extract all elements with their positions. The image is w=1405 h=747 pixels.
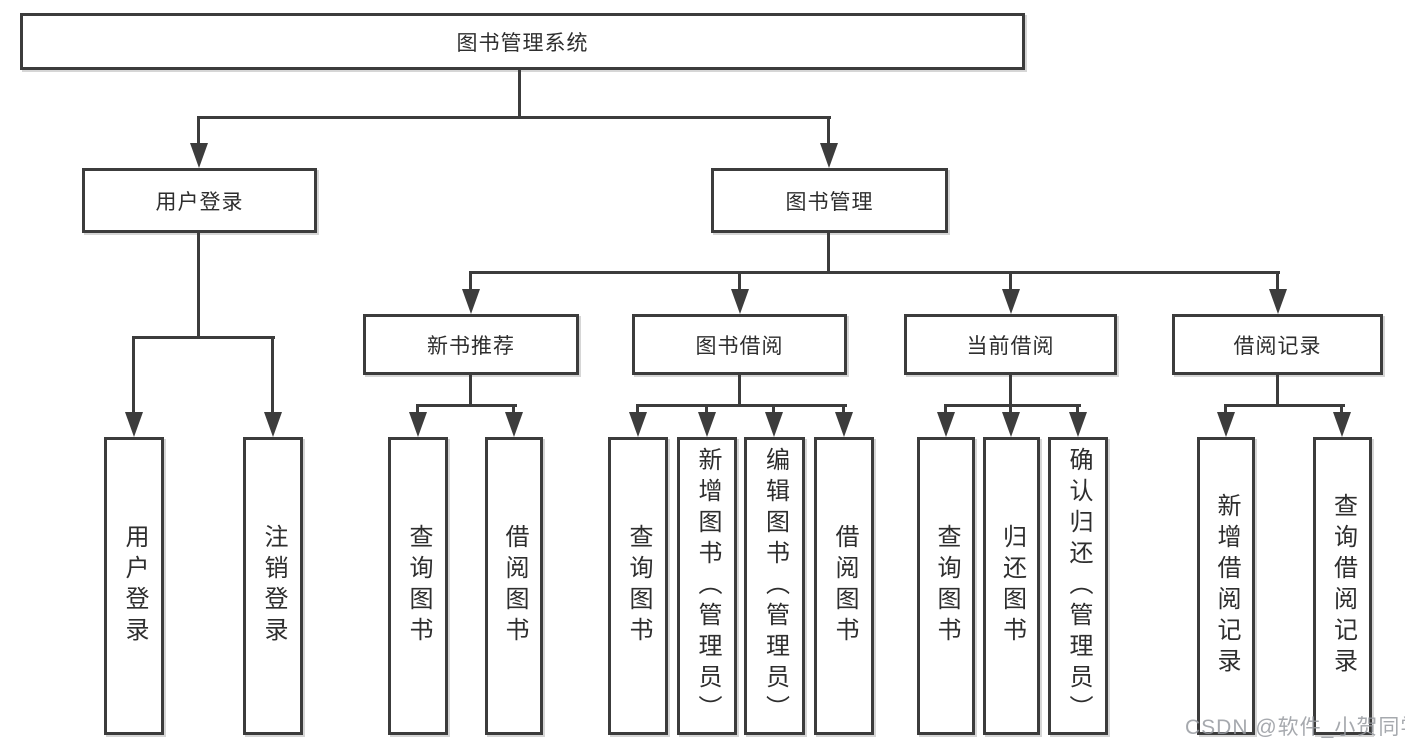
- connector-line: [827, 116, 830, 146]
- connector-line: [738, 271, 741, 292]
- leaf-confirm-return-admin: 确认归还（管理员）: [1048, 437, 1108, 735]
- node-label: 用户登录: [155, 190, 244, 214]
- arrow-down-icon: [462, 289, 480, 314]
- leaf-label: 用户登录: [121, 524, 148, 648]
- node-library-management-system: 图书管理系统: [20, 13, 1025, 70]
- connector-line: [197, 231, 200, 339]
- connector-line: [1076, 404, 1079, 416]
- connector-line: [1276, 374, 1279, 407]
- connector-line: [197, 116, 200, 146]
- connector-line: [416, 404, 419, 416]
- arrow-down-icon: [765, 412, 783, 437]
- arrow-down-icon: [505, 412, 523, 437]
- connector-line: [772, 404, 775, 416]
- arrow-down-icon: [937, 412, 955, 437]
- leaf-query-books-current: 查询图书: [917, 437, 975, 735]
- node-label: 图书借阅: [695, 334, 784, 358]
- node-label: 图书管理系统: [456, 31, 589, 55]
- arrow-down-icon: [125, 412, 143, 437]
- arrow-down-icon: [698, 412, 716, 437]
- connector-line: [842, 404, 845, 416]
- node-label: 图书管理: [785, 190, 874, 214]
- connector-line: [944, 404, 1081, 407]
- connector-line: [944, 404, 947, 416]
- node-new-book-recommend: 新书推荐: [363, 314, 579, 375]
- node-current-borrowing: 当前借阅: [904, 314, 1117, 375]
- arrow-down-icon: [1333, 412, 1351, 437]
- leaf-borrow-books: 借阅图书: [814, 437, 874, 735]
- leaf-add-borrow-record: 新增借阅记录: [1197, 437, 1255, 735]
- connector-line: [132, 336, 135, 414]
- leaf-label: 查询图书: [405, 524, 432, 648]
- leaf-label: 新增借阅记录: [1213, 493, 1240, 679]
- node-book-management: 图书管理: [711, 168, 948, 233]
- leaf-add-book-admin: 新增图书（管理员）: [677, 437, 737, 735]
- arrow-down-icon: [264, 412, 282, 437]
- node-book-borrowing: 图书借阅: [632, 314, 847, 375]
- leaf-query-books-borrowing: 查询图书: [608, 437, 668, 735]
- arrow-down-icon: [820, 143, 838, 168]
- leaf-query-borrow-record: 查询借阅记录: [1313, 437, 1372, 735]
- arrow-down-icon: [835, 412, 853, 437]
- leaf-user-login: 用户登录: [104, 437, 164, 735]
- arrow-down-icon: [629, 412, 647, 437]
- leaf-label: 新增图书（管理员）: [694, 446, 721, 726]
- connector-line: [518, 68, 521, 118]
- connector-line: [1276, 271, 1279, 292]
- arrow-down-icon: [1217, 412, 1235, 437]
- node-label: 当前借阅: [966, 334, 1055, 358]
- connector-line: [1340, 404, 1343, 416]
- connector-line: [416, 404, 517, 407]
- node-user-login: 用户登录: [82, 168, 317, 233]
- connector-line: [1009, 374, 1012, 407]
- leaf-label: 注销登录: [260, 524, 287, 648]
- arrow-down-icon: [1069, 412, 1087, 437]
- leaf-label: 查询借阅记录: [1329, 493, 1357, 679]
- connector-line: [469, 271, 472, 292]
- node-label: 新书推荐: [427, 334, 515, 358]
- connector-line: [705, 404, 708, 416]
- connector-line: [636, 404, 847, 407]
- node-label: 借阅记录: [1233, 334, 1322, 358]
- leaf-label: 查询图书: [933, 524, 960, 648]
- arrow-down-icon: [731, 289, 749, 314]
- leaf-return-books: 归还图书: [983, 437, 1040, 735]
- connector-line: [827, 231, 830, 274]
- leaf-label: 借阅图书: [501, 524, 528, 648]
- leaf-label: 归还图书: [998, 524, 1026, 648]
- connector-line: [1009, 404, 1012, 416]
- leaf-borrow-books-recommend: 借阅图书: [485, 437, 543, 735]
- watermark: CSDN @软件_小贺同学: [1185, 716, 1405, 739]
- arrow-down-icon: [1002, 289, 1020, 314]
- leaf-label: 查询图书: [625, 524, 652, 648]
- connector-line: [132, 336, 275, 339]
- arrow-down-icon: [1269, 289, 1287, 314]
- leaf-label: 编辑图书（管理员）: [761, 446, 789, 726]
- connector-line: [469, 271, 1280, 274]
- arrow-down-icon: [190, 143, 208, 168]
- connector-line: [512, 404, 515, 416]
- leaf-label: 借阅图书: [831, 524, 858, 648]
- connector-line: [271, 336, 274, 414]
- connector-line: [469, 374, 472, 407]
- leaf-edit-book-admin: 编辑图书（管理员）: [744, 437, 805, 735]
- connector-line: [1224, 404, 1227, 416]
- connector-line: [1009, 271, 1012, 292]
- connector-line: [636, 404, 639, 416]
- arrow-down-icon: [1002, 412, 1020, 437]
- node-borrowing-records: 借阅记录: [1172, 314, 1383, 375]
- connector-line: [738, 374, 741, 407]
- connector-line: [197, 116, 831, 119]
- leaf-label: 确认归还（管理员）: [1065, 446, 1092, 726]
- arrow-down-icon: [409, 412, 427, 437]
- leaf-logout: 注销登录: [243, 437, 303, 735]
- leaf-query-books-recommend: 查询图书: [388, 437, 448, 735]
- connector-line: [1224, 404, 1345, 407]
